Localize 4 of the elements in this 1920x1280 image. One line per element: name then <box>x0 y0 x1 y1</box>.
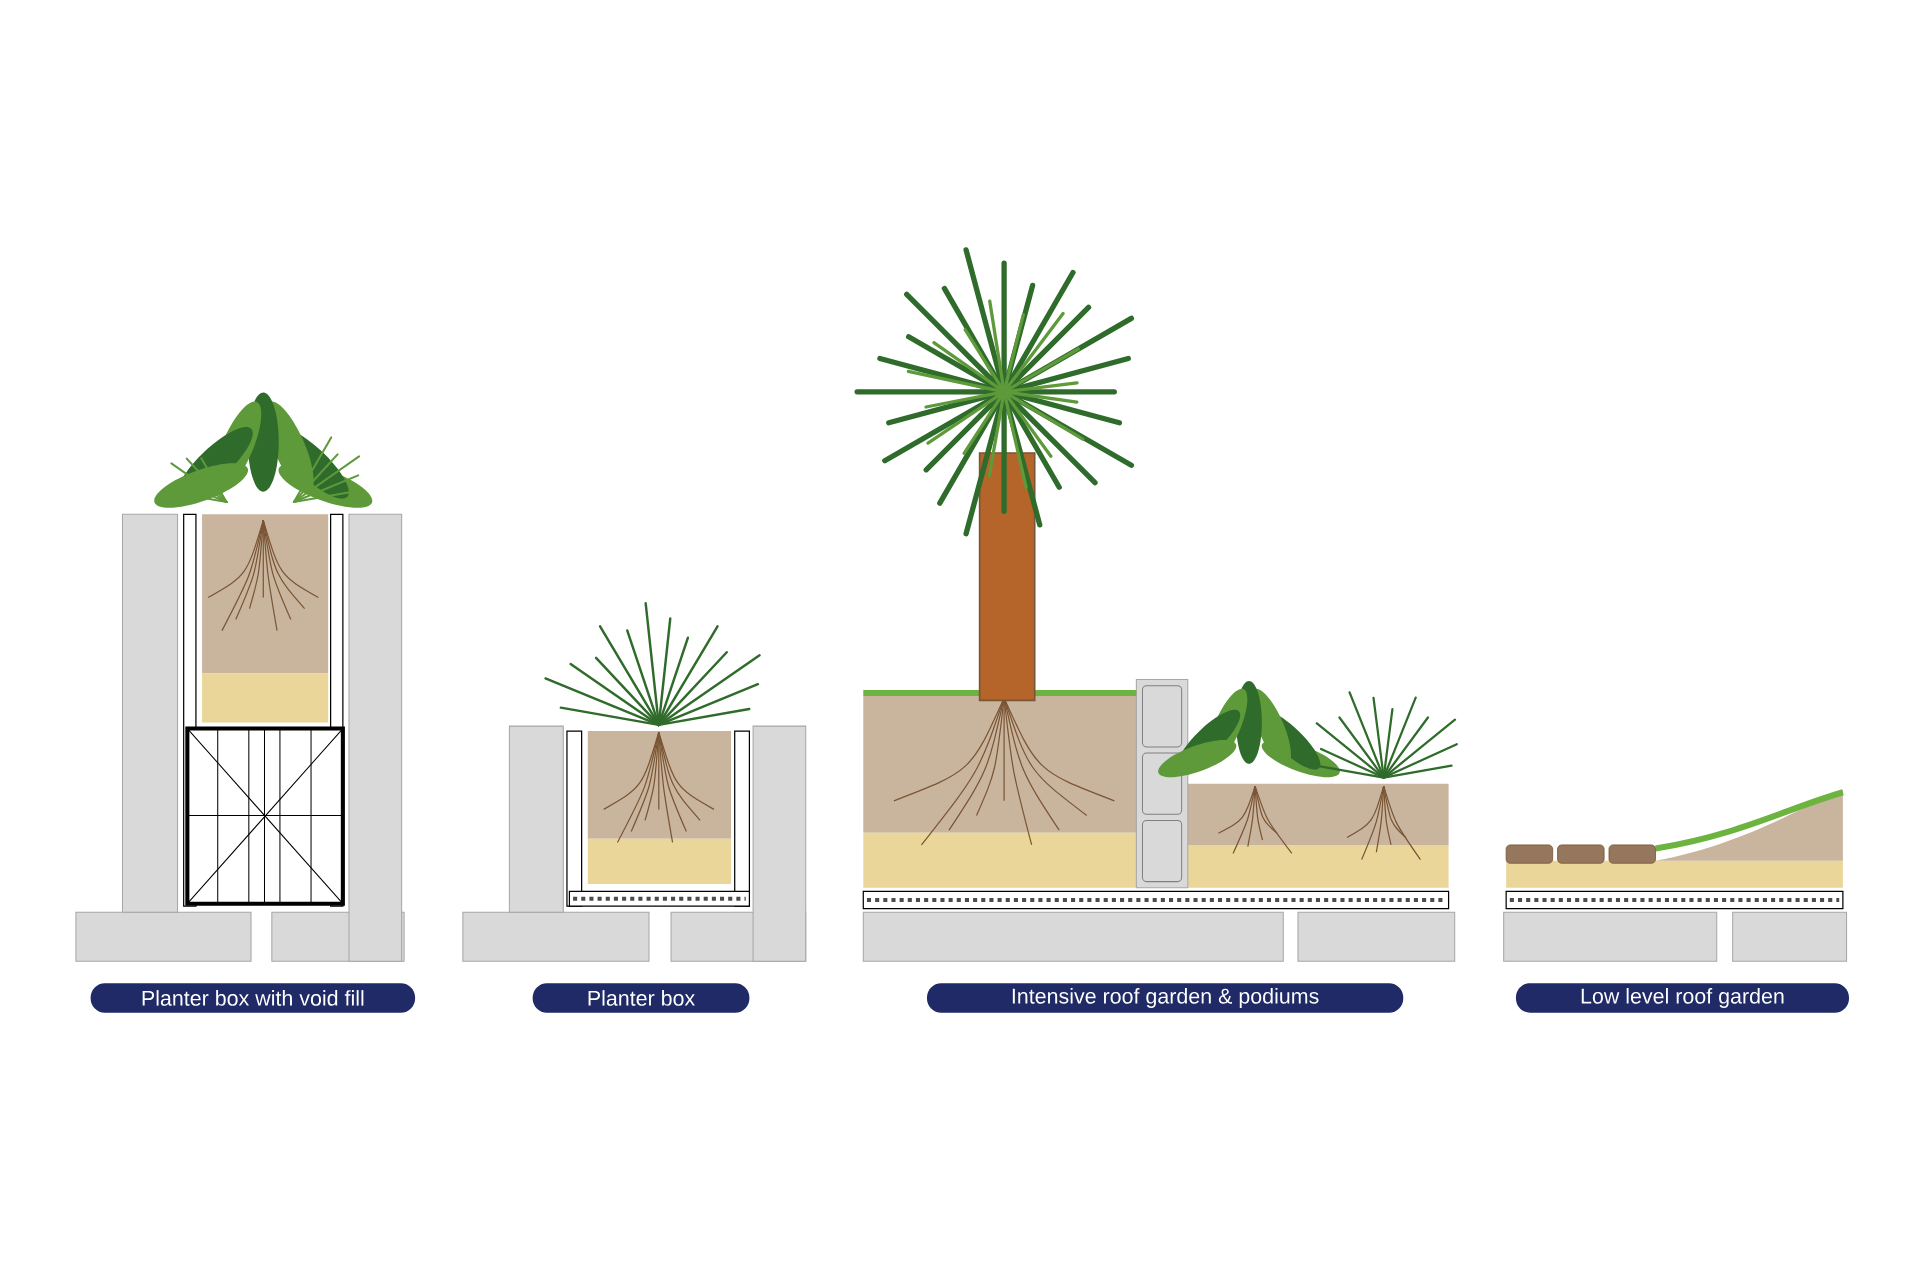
label-pill: Planter box with void fill <box>90 983 416 1013</box>
label-pill: Intensive roof garden & podiums <box>926 983 1404 1013</box>
label-pill: Planter box <box>532 983 750 1013</box>
label-pill: Low level roof garden <box>1515 983 1849 1013</box>
